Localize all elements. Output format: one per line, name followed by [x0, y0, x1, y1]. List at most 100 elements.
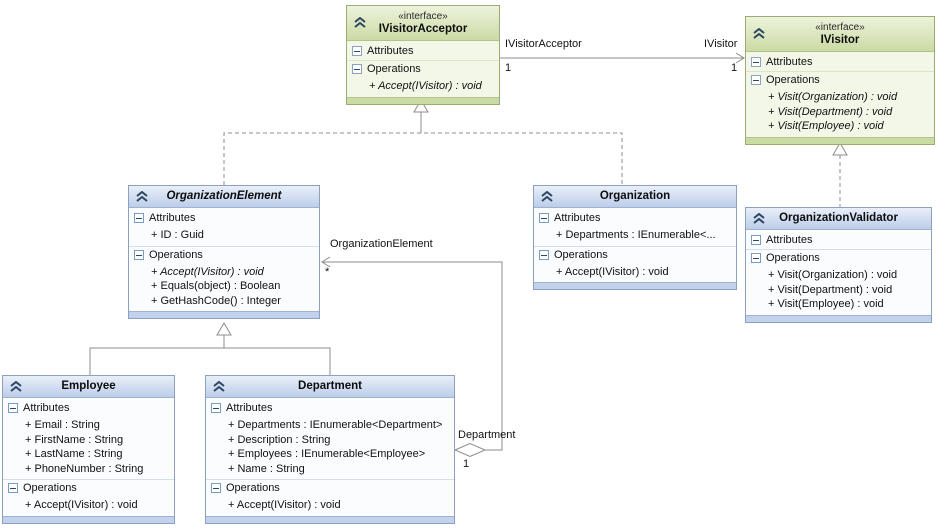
- class-header: OrganizationElement: [129, 186, 319, 208]
- attributes-section: Attributes: [3, 400, 174, 416]
- collapse-chevron-icon[interactable]: [135, 190, 149, 203]
- operations-list: + Accept(IVisitor) : void: [3, 496, 174, 516]
- stereotype-label: «interface»: [815, 22, 865, 33]
- collapse-chevron-icon[interactable]: [353, 17, 367, 29]
- aggregation-role-target: OrganizationElement: [330, 238, 433, 250]
- member-row[interactable]: + Employees : IEnumerable<Employee>: [228, 448, 426, 460]
- member-row[interactable]: + GetHashCode() : Integer: [151, 294, 281, 307]
- association-role-target: IVisitor: [704, 38, 738, 50]
- operations-list: + Accept(IVisitor) : void: [347, 77, 499, 97]
- class-box-organizationelement[interactable]: OrganizationElement Attributes + ID : Gu…: [128, 185, 320, 319]
- member-row[interactable]: + FirstName : String: [25, 433, 124, 446]
- attributes-section: Attributes: [206, 400, 454, 416]
- member-row[interactable]: + PhoneNumber : String: [25, 462, 144, 475]
- association-mult-target: 1: [731, 62, 738, 74]
- class-header: Employee: [3, 376, 174, 398]
- association-mult-source: 1: [505, 62, 512, 74]
- class-box-organizationvalidator[interactable]: OrganizationValidator Attributes Operati…: [745, 207, 932, 323]
- association-role-source: IVisitorAcceptor: [505, 38, 582, 50]
- attributes-section: Attributes: [746, 232, 931, 248]
- operations-section: Operations: [746, 249, 931, 266]
- operations-section: Operations: [3, 479, 174, 496]
- collapse-section-icon[interactable]: [352, 46, 362, 56]
- attributes-list: + Email : String + FirstName : String + La…: [3, 416, 174, 479]
- collapse-chevron-icon[interactable]: [752, 28, 766, 40]
- collapse-chevron-icon[interactable]: [540, 190, 554, 203]
- realization-to-ivisitoracceptor[interactable]: [223, 99, 623, 185]
- collapse-section-icon[interactable]: [211, 403, 221, 413]
- collapse-chevron-icon[interactable]: [212, 380, 226, 393]
- collapse-section-icon[interactable]: [134, 249, 144, 260]
- member-row[interactable]: + Departments : IEnumerable<Department>: [228, 419, 443, 431]
- operations-section: Operations: [347, 60, 499, 77]
- association-acceptor-visitor[interactable]: [500, 52, 745, 64]
- operations-list: + Accept(IVisitor) : void + Equals(object…: [129, 263, 319, 312]
- collapse-section-icon[interactable]: [539, 249, 549, 260]
- collapse-chevron-icon[interactable]: [9, 380, 23, 393]
- collapse-section-icon[interactable]: [211, 483, 221, 493]
- class-header: «interface» IVisitor: [746, 17, 934, 52]
- class-title: OrganizationValidator: [779, 212, 898, 224]
- collapse-section-icon[interactable]: [8, 403, 18, 413]
- attributes-list: + Departments : IEnumerable<Department> +…: [206, 416, 454, 479]
- member-row[interactable]: + Accept(IVisitor) : void: [369, 80, 482, 92]
- member-row[interactable]: + Visit(Department) : void: [768, 105, 893, 118]
- member-row[interactable]: + ID : Guid: [151, 229, 204, 241]
- class-header: «interface» IVisitorAcceptor: [347, 6, 499, 41]
- collapse-section-icon[interactable]: [751, 253, 761, 263]
- box-footer: [206, 515, 454, 523]
- member-row[interactable]: + Visit(Department) : void: [768, 283, 893, 296]
- class-box-ivisitoracceptor[interactable]: «interface» IVisitorAcceptor Attributes …: [346, 5, 500, 105]
- member-row[interactable]: + Visit(Organization) : void: [768, 269, 898, 281]
- aggregation-role-source: Department: [458, 429, 516, 441]
- class-title: Employee: [61, 380, 116, 392]
- collapse-section-icon[interactable]: [352, 64, 362, 74]
- member-row[interactable]: + Accept(IVisitor) : void: [228, 499, 341, 511]
- member-row[interactable]: + Accept(IVisitor) : void: [151, 265, 264, 278]
- generalization-to-organizationelement[interactable]: [89, 322, 331, 375]
- collapse-section-icon[interactable]: [539, 213, 549, 223]
- member-row[interactable]: + Departments : IEnumerable<...: [556, 229, 716, 241]
- stereotype-label: «interface»: [398, 11, 448, 22]
- collapse-section-icon[interactable]: [751, 57, 761, 67]
- member-row[interactable]: + Description : String: [228, 433, 331, 446]
- attributes-list: + ID : Guid: [129, 226, 319, 246]
- class-box-department[interactable]: Department Attributes + Departments : IE…: [205, 375, 455, 524]
- attributes-section: Attributes: [347, 43, 499, 59]
- box-footer: [3, 515, 174, 523]
- collapse-chevron-icon[interactable]: [752, 212, 766, 225]
- collapse-section-icon[interactable]: [751, 75, 761, 85]
- class-header: OrganizationValidator: [746, 208, 931, 230]
- class-title: OrganizationElement: [166, 190, 282, 202]
- member-row[interactable]: + Accept(IVisitor) : void: [556, 265, 669, 278]
- member-row[interactable]: + LastName : String: [25, 448, 123, 460]
- box-footer: [347, 96, 499, 104]
- member-row[interactable]: + Accept(IVisitor) : void: [25, 499, 138, 511]
- collapse-section-icon[interactable]: [8, 483, 18, 493]
- aggregation-mult-source: 1: [463, 458, 470, 470]
- class-box-ivisitor[interactable]: «interface» IVisitor Attributes Operatio…: [745, 16, 935, 145]
- class-title: IVisitorAcceptor: [378, 23, 468, 35]
- member-row[interactable]: + Visit(Employee) : void: [768, 120, 884, 132]
- collapse-section-icon[interactable]: [751, 235, 761, 245]
- attributes-section: Attributes: [129, 210, 319, 226]
- class-title: Department: [298, 380, 362, 392]
- member-row[interactable]: + Equals(object) : Boolean: [151, 280, 281, 292]
- box-footer: [534, 282, 736, 289]
- aggregation-mult-target: *: [325, 266, 330, 278]
- realization-validator-visitor[interactable]: [832, 142, 848, 207]
- member-row[interactable]: + Name : String: [228, 462, 305, 475]
- class-box-organization[interactable]: Organization Attributes + Departments : …: [533, 185, 737, 290]
- class-box-employee[interactable]: Employee Attributes + Email : String + Fi…: [2, 375, 175, 524]
- operations-section: Operations: [534, 245, 736, 263]
- class-header: Organization: [534, 186, 736, 208]
- collapse-section-icon[interactable]: [134, 213, 144, 223]
- aggregation-department-organizationelement[interactable]: [321, 256, 503, 458]
- member-row[interactable]: + Visit(Organization) : void: [768, 91, 898, 103]
- class-title: IVisitor: [820, 34, 860, 46]
- operations-section: Operations: [746, 71, 934, 88]
- member-row[interactable]: + Email : String: [25, 419, 100, 431]
- member-row[interactable]: + Visit(Employee) : void: [768, 298, 884, 310]
